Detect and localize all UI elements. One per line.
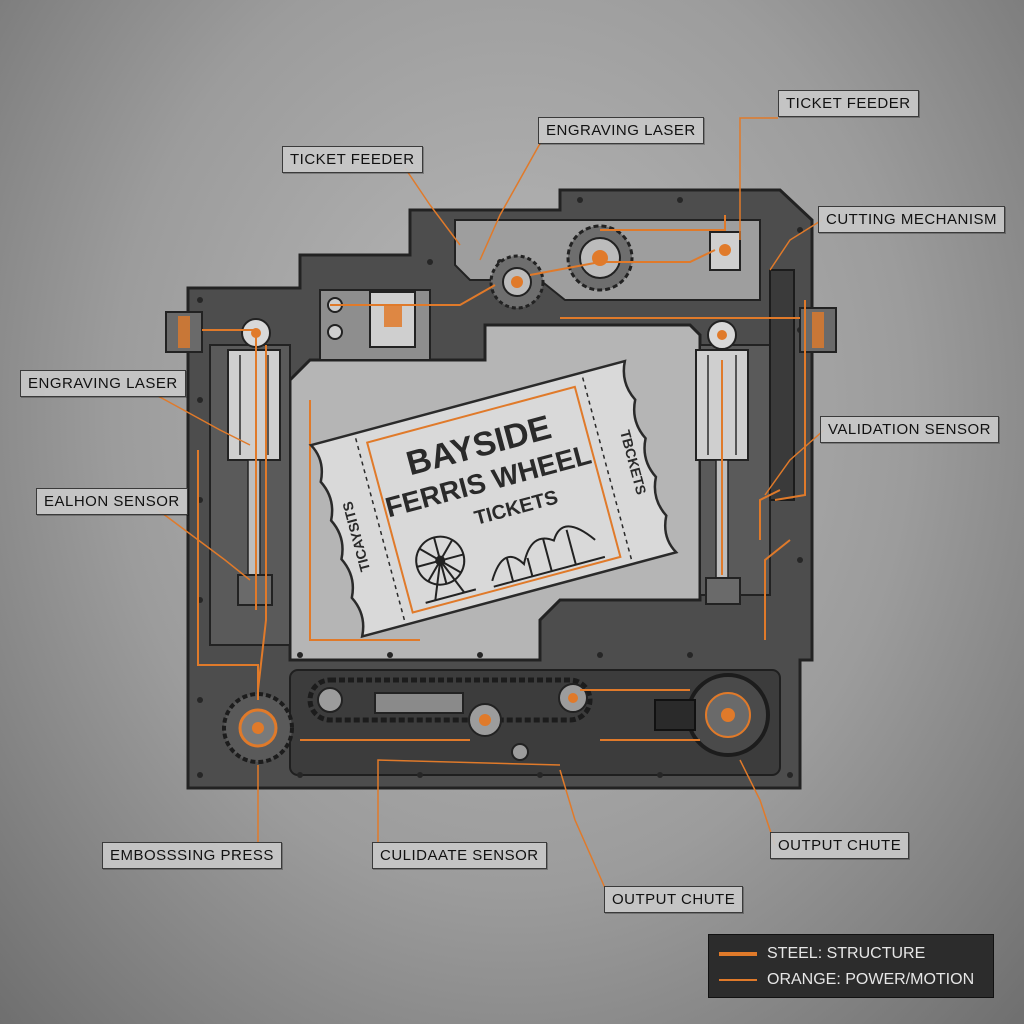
callout-output-chute-bottom: OUTPUT CHUTE [604, 886, 744, 913]
legend-swatch-orange [719, 979, 757, 981]
left-clamp [165, 311, 203, 353]
gear-small-top [489, 254, 545, 310]
legend-row-orange: ORANGE: POWER/MOTION [719, 971, 974, 989]
callout-validation-sensor: VALIDATION SENSOR [820, 416, 999, 443]
gear-large-top [566, 224, 634, 292]
callout-ticket-feeder-left: TICKET FEEDER [282, 146, 423, 173]
callout-output-chute-right: OUTPUT CHUTE [770, 832, 910, 859]
ticket-graphic: BAYSIDE FERRIS WHEEL TICKETS TICAYSITS T… [308, 359, 679, 639]
roller-coaster-icon [491, 525, 606, 588]
callout-leaders [157, 117, 825, 889]
callout-ealhon-sensor: EALHON SENSOR [36, 488, 188, 515]
legend-swatch-steel [719, 952, 757, 956]
callout-embossing-press: EMBOSSSING PRESS [102, 842, 282, 869]
callout-ticket-feeder-top: TICKET FEEDER [778, 90, 919, 117]
motion-lines [197, 215, 806, 741]
conveyor-belt [222, 673, 770, 764]
legend-row-steel: STEEL: STRUCTURE [719, 945, 925, 963]
callout-engraving-laser-top: ENGRAVING LASER [538, 117, 704, 144]
callout-culidate-sensor: CULIDAATE SENSOR [372, 842, 547, 869]
callout-engraving-laser-left: ENGRAVING LASER [20, 370, 186, 397]
ferris-wheel-icon [415, 535, 477, 604]
legend-label-steel: STEEL: STRUCTURE [767, 945, 926, 962]
legend-label-orange: ORANGE: POWER/MOTION [767, 971, 975, 988]
right-piston [695, 320, 749, 605]
legend: STEEL: STRUCTURE ORANGE: POWER/MOTION [708, 934, 994, 998]
callout-cutting-mechanism: CUTTING MECHANISM [818, 206, 1005, 233]
